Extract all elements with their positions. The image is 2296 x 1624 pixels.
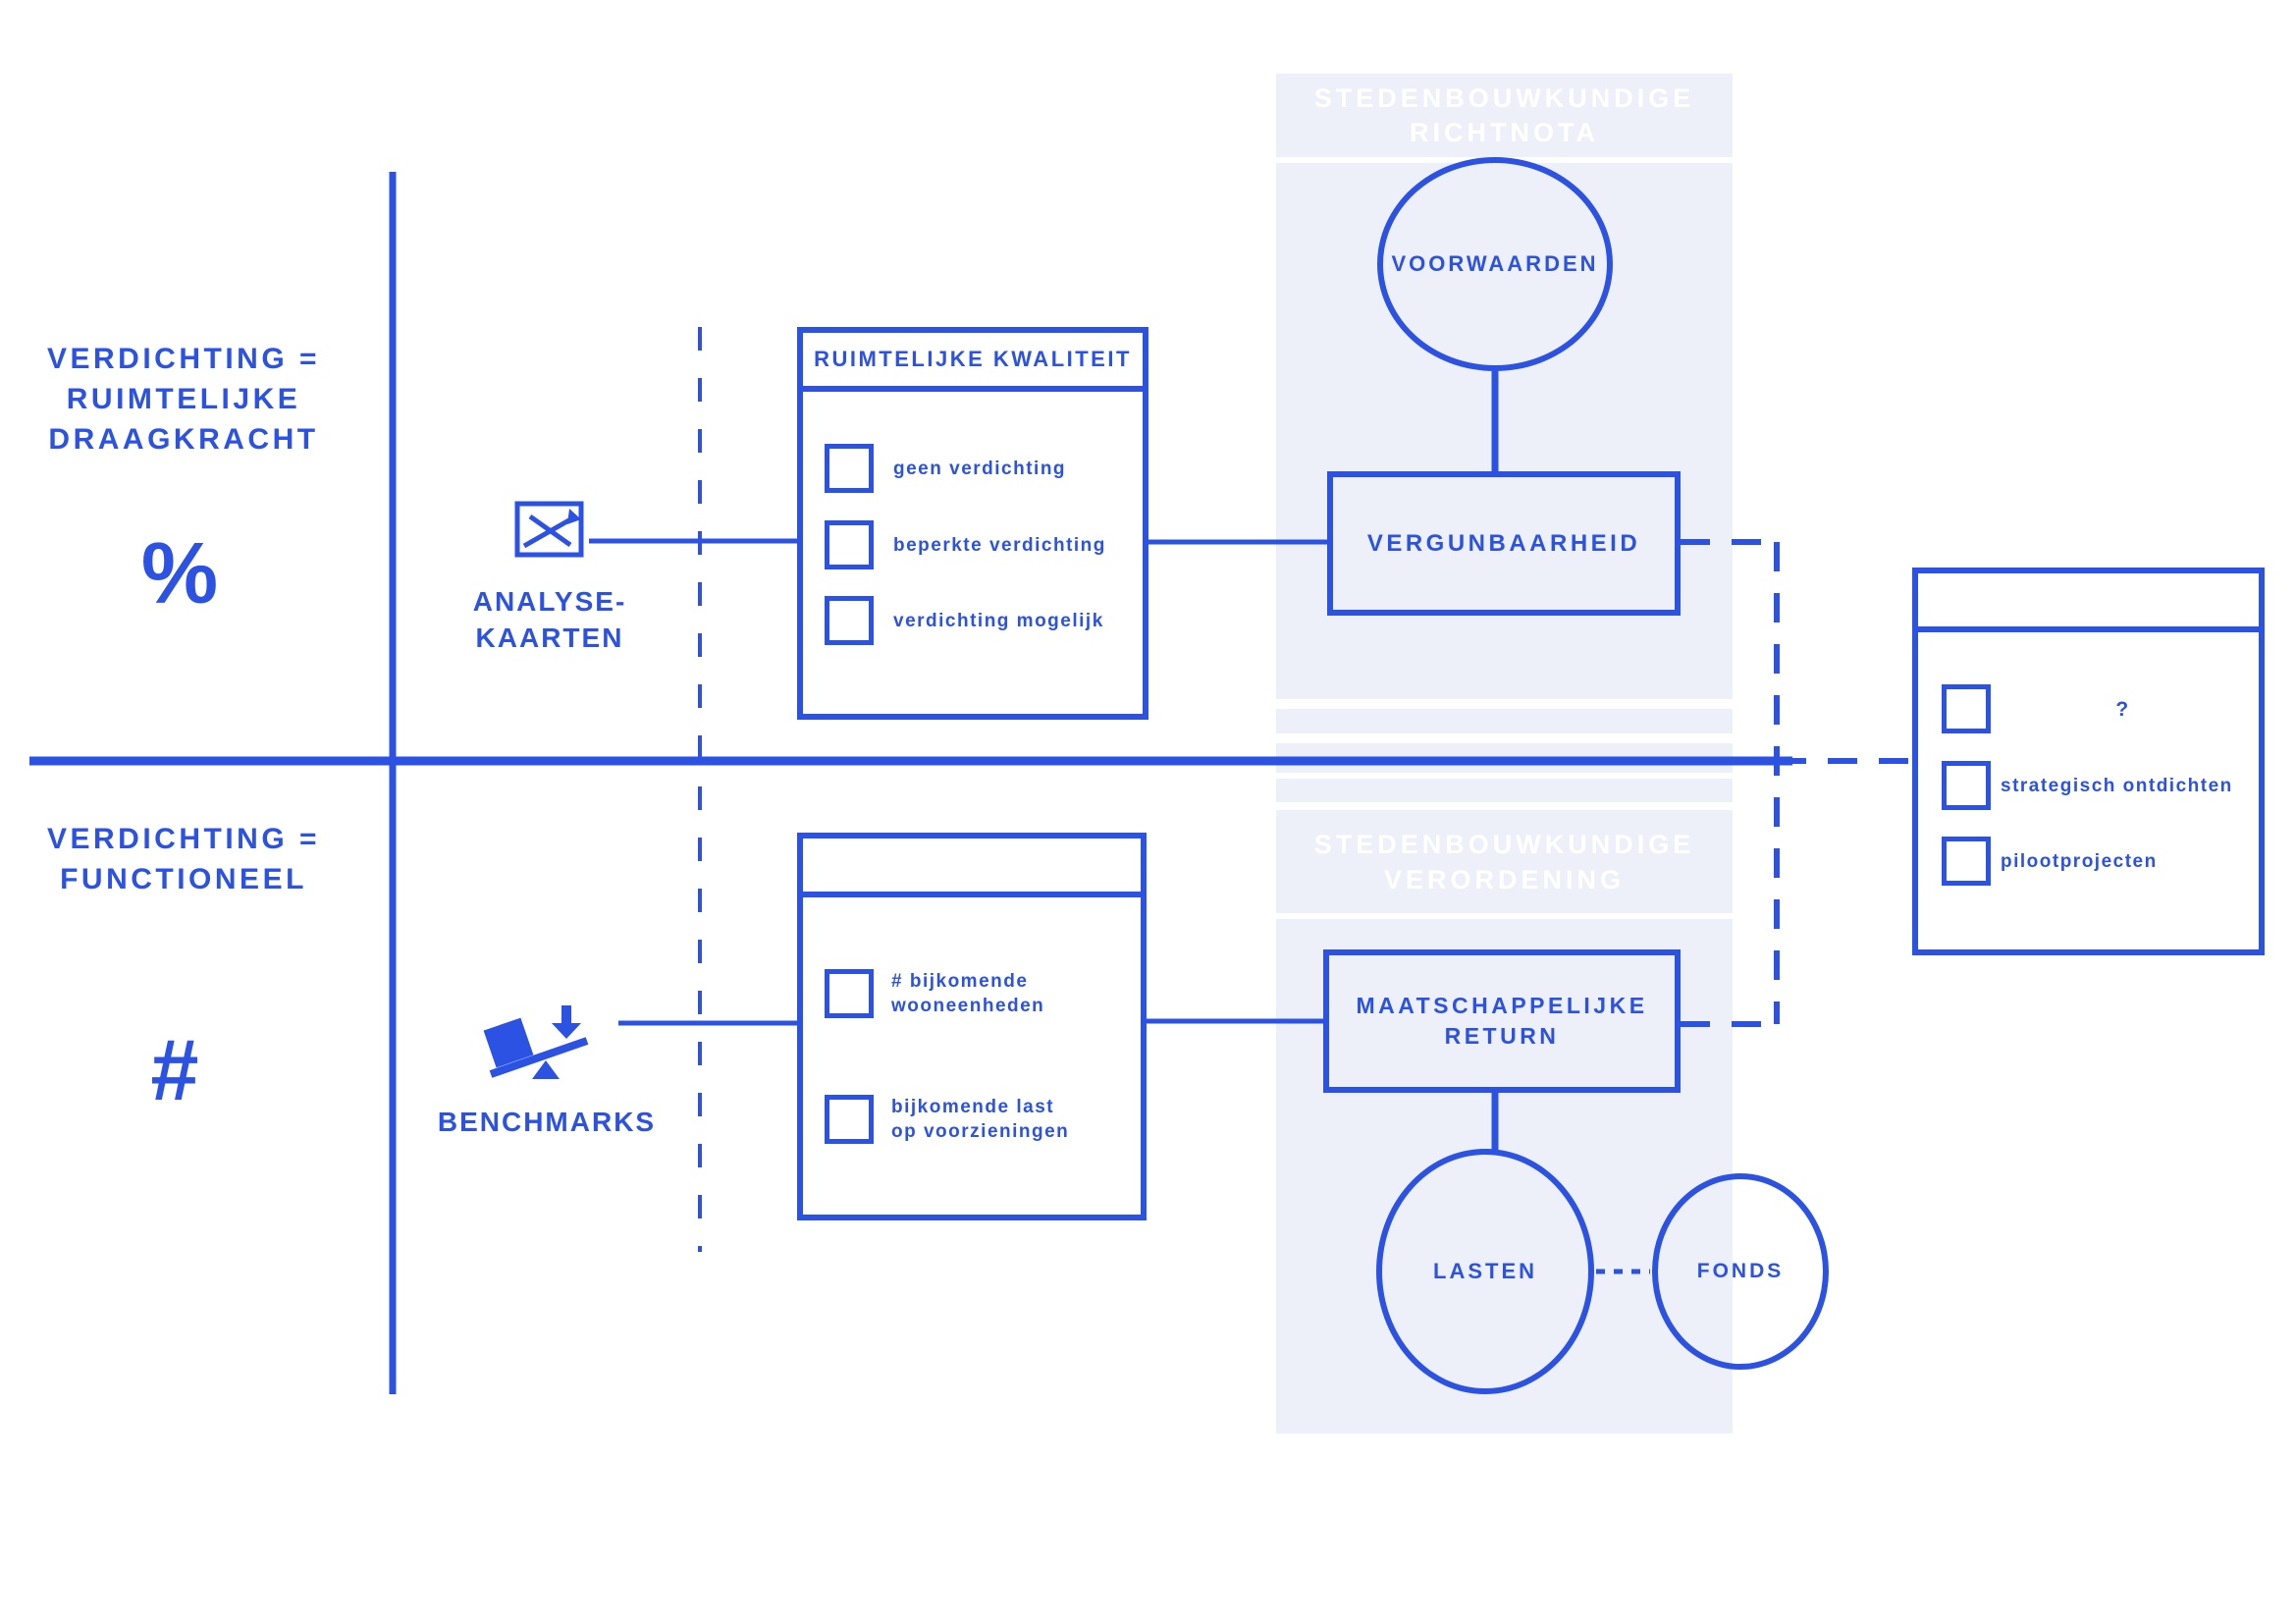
checkbox-row: strategisch ontdichten (1942, 761, 2233, 810)
maatschappelijke-return-box: MAATSCHAPPELIJKE RETURN (1323, 949, 1681, 1093)
panel-strip (1276, 779, 1733, 802)
return-label-line1: MAATSCHAPPELIJKE (1356, 993, 1648, 1018)
voorwaarden-label: VOORWAARDEN (1391, 251, 1599, 276)
benchmarks-label: BENCHMARKS (437, 1107, 657, 1137)
checkbox-row: bijkomende last op voorzieningen (825, 1095, 1069, 1144)
richtnota-panel-title-line2: RICHTNOTA (1410, 117, 1599, 147)
quadrant-top-label-line2: RUIMTELIJKE (66, 383, 301, 415)
vergunbaarheid-box: VERGUNBAARHEID (1327, 471, 1681, 616)
richtnota-panel-title-line1: STEDENBOUWKUNDIGE (1313, 82, 1695, 113)
checkbox-row: geen verdichting (825, 444, 1066, 493)
checkbox-row: beperkte verdichting (825, 520, 1106, 569)
quadrant-top-label-line3: DRAAGKRACHT (48, 423, 319, 456)
analyse-kaarten-label-line2: KAARTEN (475, 623, 624, 653)
checkbox-label-line2: op voorzieningen (891, 1121, 1070, 1142)
checkbox-pilootprojecten[interactable] (1942, 837, 1991, 886)
checkbox-label: verdichting mogelijk (893, 610, 1104, 631)
quadrant-top-label-line1: VERDICHTING = (46, 343, 321, 375)
checkbox-label: # bijkomende wooneenheden (891, 969, 1044, 1018)
checkbox-label: geen verdichting (893, 458, 1067, 479)
return-label-line2: RETURN (1444, 1023, 1560, 1049)
wooneenheden-box: # bijkomende wooneenheden bijkomende las… (797, 833, 1147, 1220)
voorwaarden-circle: VOORWAARDEN (1377, 157, 1613, 371)
checkbox-row: ? (1942, 684, 2245, 733)
checkbox-label: bijkomende last op voorzieningen (891, 1095, 1069, 1144)
analyse-kaarten-icon (514, 501, 584, 558)
checkbox-label-line1: # bijkomende (891, 971, 1029, 992)
ruimtelijke-kwaliteit-box: RUIMTELIJKE KWALITEIT geen verdichting b… (797, 327, 1148, 720)
acties-box: ? strategisch ontdichten pilootprojecten (1912, 568, 2265, 955)
fonds-circle: FONDS (1652, 1173, 1829, 1370)
checkbox-beperkte-verdichting[interactable] (825, 520, 874, 569)
checkbox-row: verdichting mogelijk (825, 596, 1104, 645)
lasten-label: LASTEN (1433, 1259, 1537, 1283)
quadrant-top-label: VERDICHTING = RUIMTELIJKE DRAAGKRACHT (36, 339, 331, 460)
checkbox-label: beperkte verdichting (893, 534, 1106, 556)
verordening-panel-title-line2: VERORDENING (1383, 864, 1626, 894)
checkbox-label: strategisch ontdichten (2001, 775, 2233, 796)
checkbox-row: # bijkomende wooneenheden (825, 969, 1044, 1018)
percent-symbol: % (140, 524, 219, 622)
hash-symbol: # (150, 1021, 199, 1118)
panel-strip (1276, 709, 1733, 733)
checkbox-bijkomende-wooneenheden[interactable] (825, 969, 874, 1018)
fonds-label: FONDS (1696, 1260, 1785, 1282)
checkbox-verdichting-mogelijk[interactable] (825, 596, 874, 645)
lasten-circle: LASTEN (1376, 1149, 1594, 1394)
quadrant-bottom-label: VERDICHTING = FUNCTIONEEL (36, 819, 331, 899)
quadrant-bottom-label-line1: VERDICHTING = (46, 823, 321, 855)
vergunbaarheid-label: VERGUNBAARHEID (1366, 530, 1641, 557)
verordening-panel-title-line1: STEDENBOUWKUNDIGE (1313, 829, 1695, 859)
quadrant-bottom-label-line2: FUNCTIONEEL (60, 863, 307, 895)
acties-box-header-empty (1918, 573, 2259, 632)
ruimtelijke-kwaliteit-box-title: RUIMTELIJKE KWALITEIT (803, 333, 1143, 392)
richtnota-panel-header: STEDENBOUWKUNDIGE RICHTNOTA (1276, 74, 1733, 157)
checkbox-strategisch-ontdichten[interactable] (1942, 761, 1991, 810)
analyse-kaarten-label-line1: ANALYSE- (472, 586, 627, 617)
verordening-panel-header: STEDENBOUWKUNDIGE VERORDENING (1276, 810, 1733, 913)
checkbox-question[interactable] (1942, 684, 1991, 733)
checkbox-bijkomende-last[interactable] (825, 1095, 874, 1144)
analyse-kaarten-label: ANALYSE- KAARTEN (432, 583, 667, 656)
checkbox-label: ? (2115, 697, 2130, 721)
wooneenheden-box-header-empty (803, 839, 1141, 897)
benchmarks-icon (483, 1005, 589, 1079)
checkbox-label-line1: bijkomende last (891, 1097, 1055, 1117)
checkbox-label: pilootprojecten (2001, 850, 2158, 872)
checkbox-row: pilootprojecten (1942, 837, 2158, 886)
checkbox-label-line2: wooneenheden (891, 996, 1045, 1016)
checkbox-geen-verdichting[interactable] (825, 444, 874, 493)
